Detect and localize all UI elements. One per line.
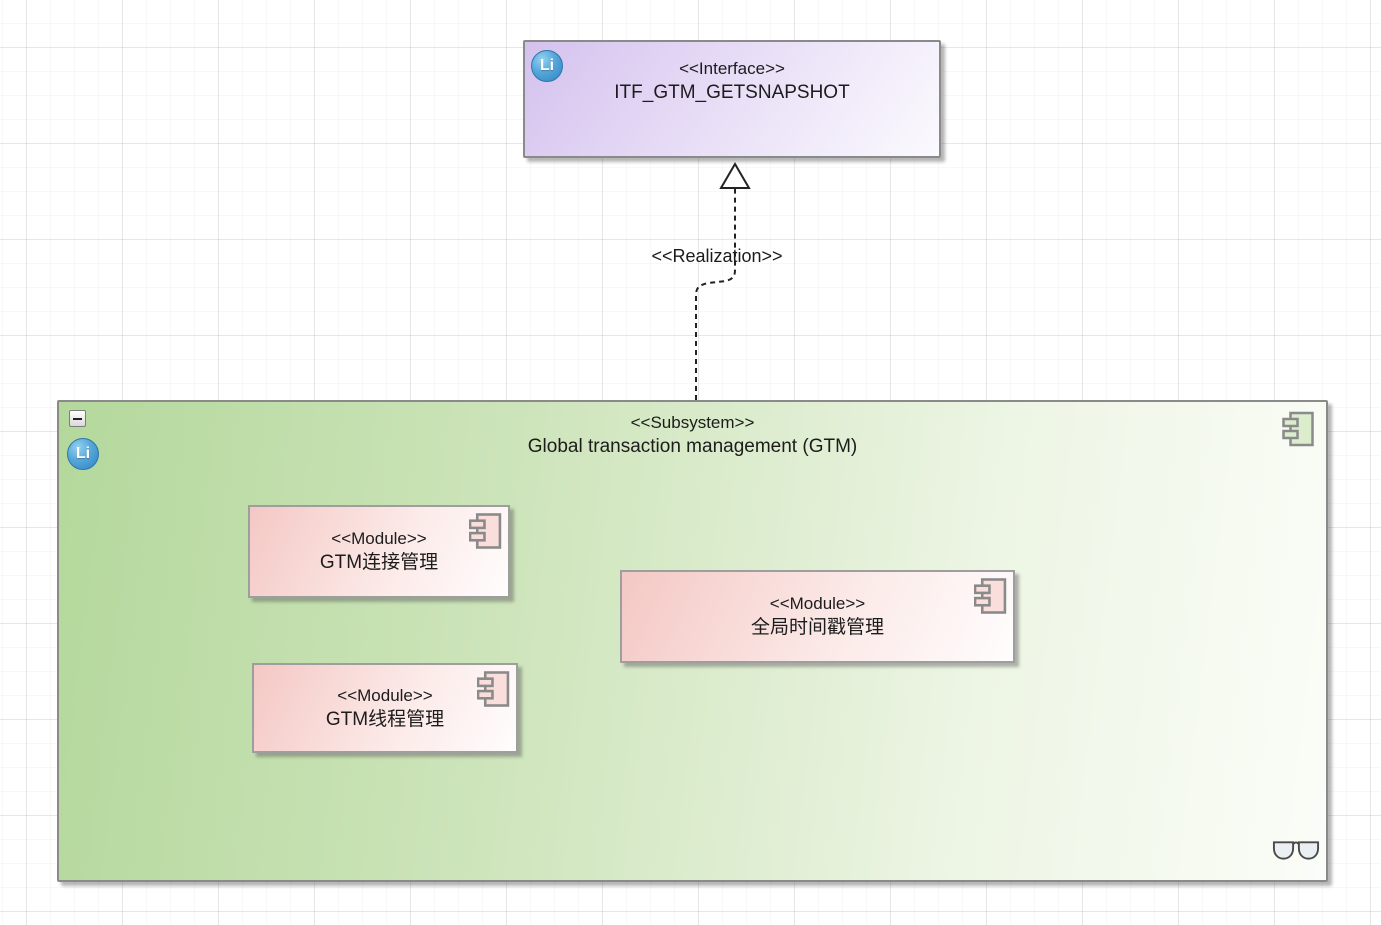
collapse-button[interactable]	[69, 410, 86, 427]
component-icon	[973, 577, 1007, 620]
component-icon	[1282, 411, 1315, 452]
module-stereotype: <<Module>>	[337, 685, 433, 705]
subsystem-title: <<Subsystem>> Global transaction managem…	[59, 411, 1326, 460]
module-box-global-timestamp[interactable]: <<Module>> 全局时间戳管理	[620, 570, 1015, 663]
module-stereotype: <<Module>>	[769, 594, 866, 613]
subsystem-name: Global transaction management (GTM)	[527, 436, 858, 457]
component-icon	[468, 512, 502, 555]
realization-label: <<Realization>>	[651, 246, 783, 266]
module-name: GTM线程管理	[325, 708, 445, 730]
realization-dashed-line[interactable]	[695, 189, 736, 400]
li-badge-icon: Li	[531, 50, 563, 82]
module-name: 全局时间戳管理	[750, 617, 884, 638]
module-name: GTM连接管理	[319, 552, 439, 573]
li-badge-icon: Li	[67, 438, 99, 470]
module-box-gtm-connection[interactable]: <<Module>> GTM连接管理	[248, 505, 510, 598]
glasses-icon	[1272, 839, 1320, 866]
subsystem-stereotype: <<Subsystem>>	[630, 413, 755, 432]
minus-icon	[73, 417, 82, 420]
component-icon	[476, 670, 510, 713]
module-stereotype: <<Module>>	[331, 529, 427, 548]
realization-arrowhead	[719, 162, 751, 189]
interface-box[interactable]: Li <<Interface>> ITF_GTM_GETSNAPSHOT	[523, 40, 941, 158]
subsystem-box[interactable]: Li <<Subsystem>> Global transaction mana…	[57, 400, 1328, 882]
module-box-gtm-thread[interactable]: <<Module>> GTM线程管理	[252, 663, 518, 753]
interface-name: ITF_GTM_GETSNAPSHOT	[614, 82, 850, 103]
interface-stereotype: <<Interface>>	[679, 59, 785, 78]
